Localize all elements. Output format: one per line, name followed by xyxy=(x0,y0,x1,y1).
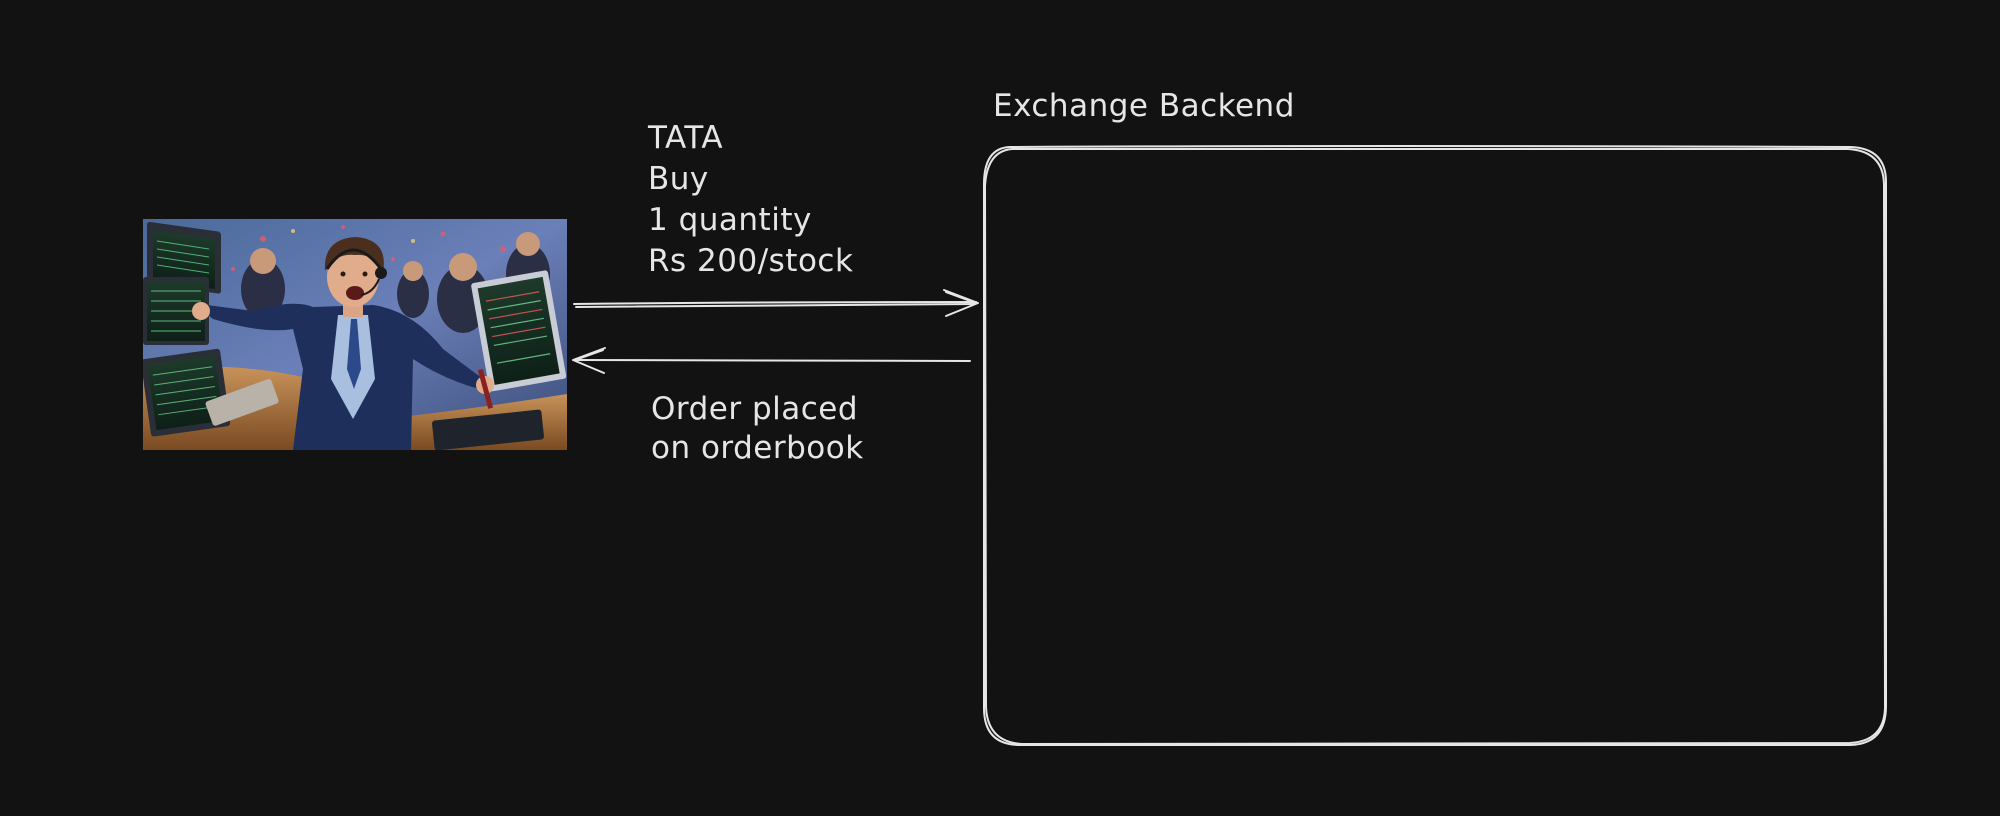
request-arrow xyxy=(573,289,979,317)
response-line-2: on orderbook xyxy=(651,430,864,466)
order-side: Buy xyxy=(648,161,709,197)
trader-illustration xyxy=(143,219,567,450)
order-response-text: Order placed on orderbook xyxy=(651,390,864,468)
response-line-1: Order placed xyxy=(651,391,859,427)
order-price: Rs 200/stock xyxy=(648,243,854,279)
response-arrow xyxy=(572,347,971,374)
order-quantity: 1 quantity xyxy=(648,202,812,238)
order-request-text: TATA Buy 1 quantity Rs 200/stock xyxy=(648,118,853,282)
order-symbol: TATA xyxy=(648,120,724,156)
exchange-backend-box xyxy=(983,145,1887,746)
exchange-backend-title: Exchange Backend xyxy=(993,88,1295,124)
